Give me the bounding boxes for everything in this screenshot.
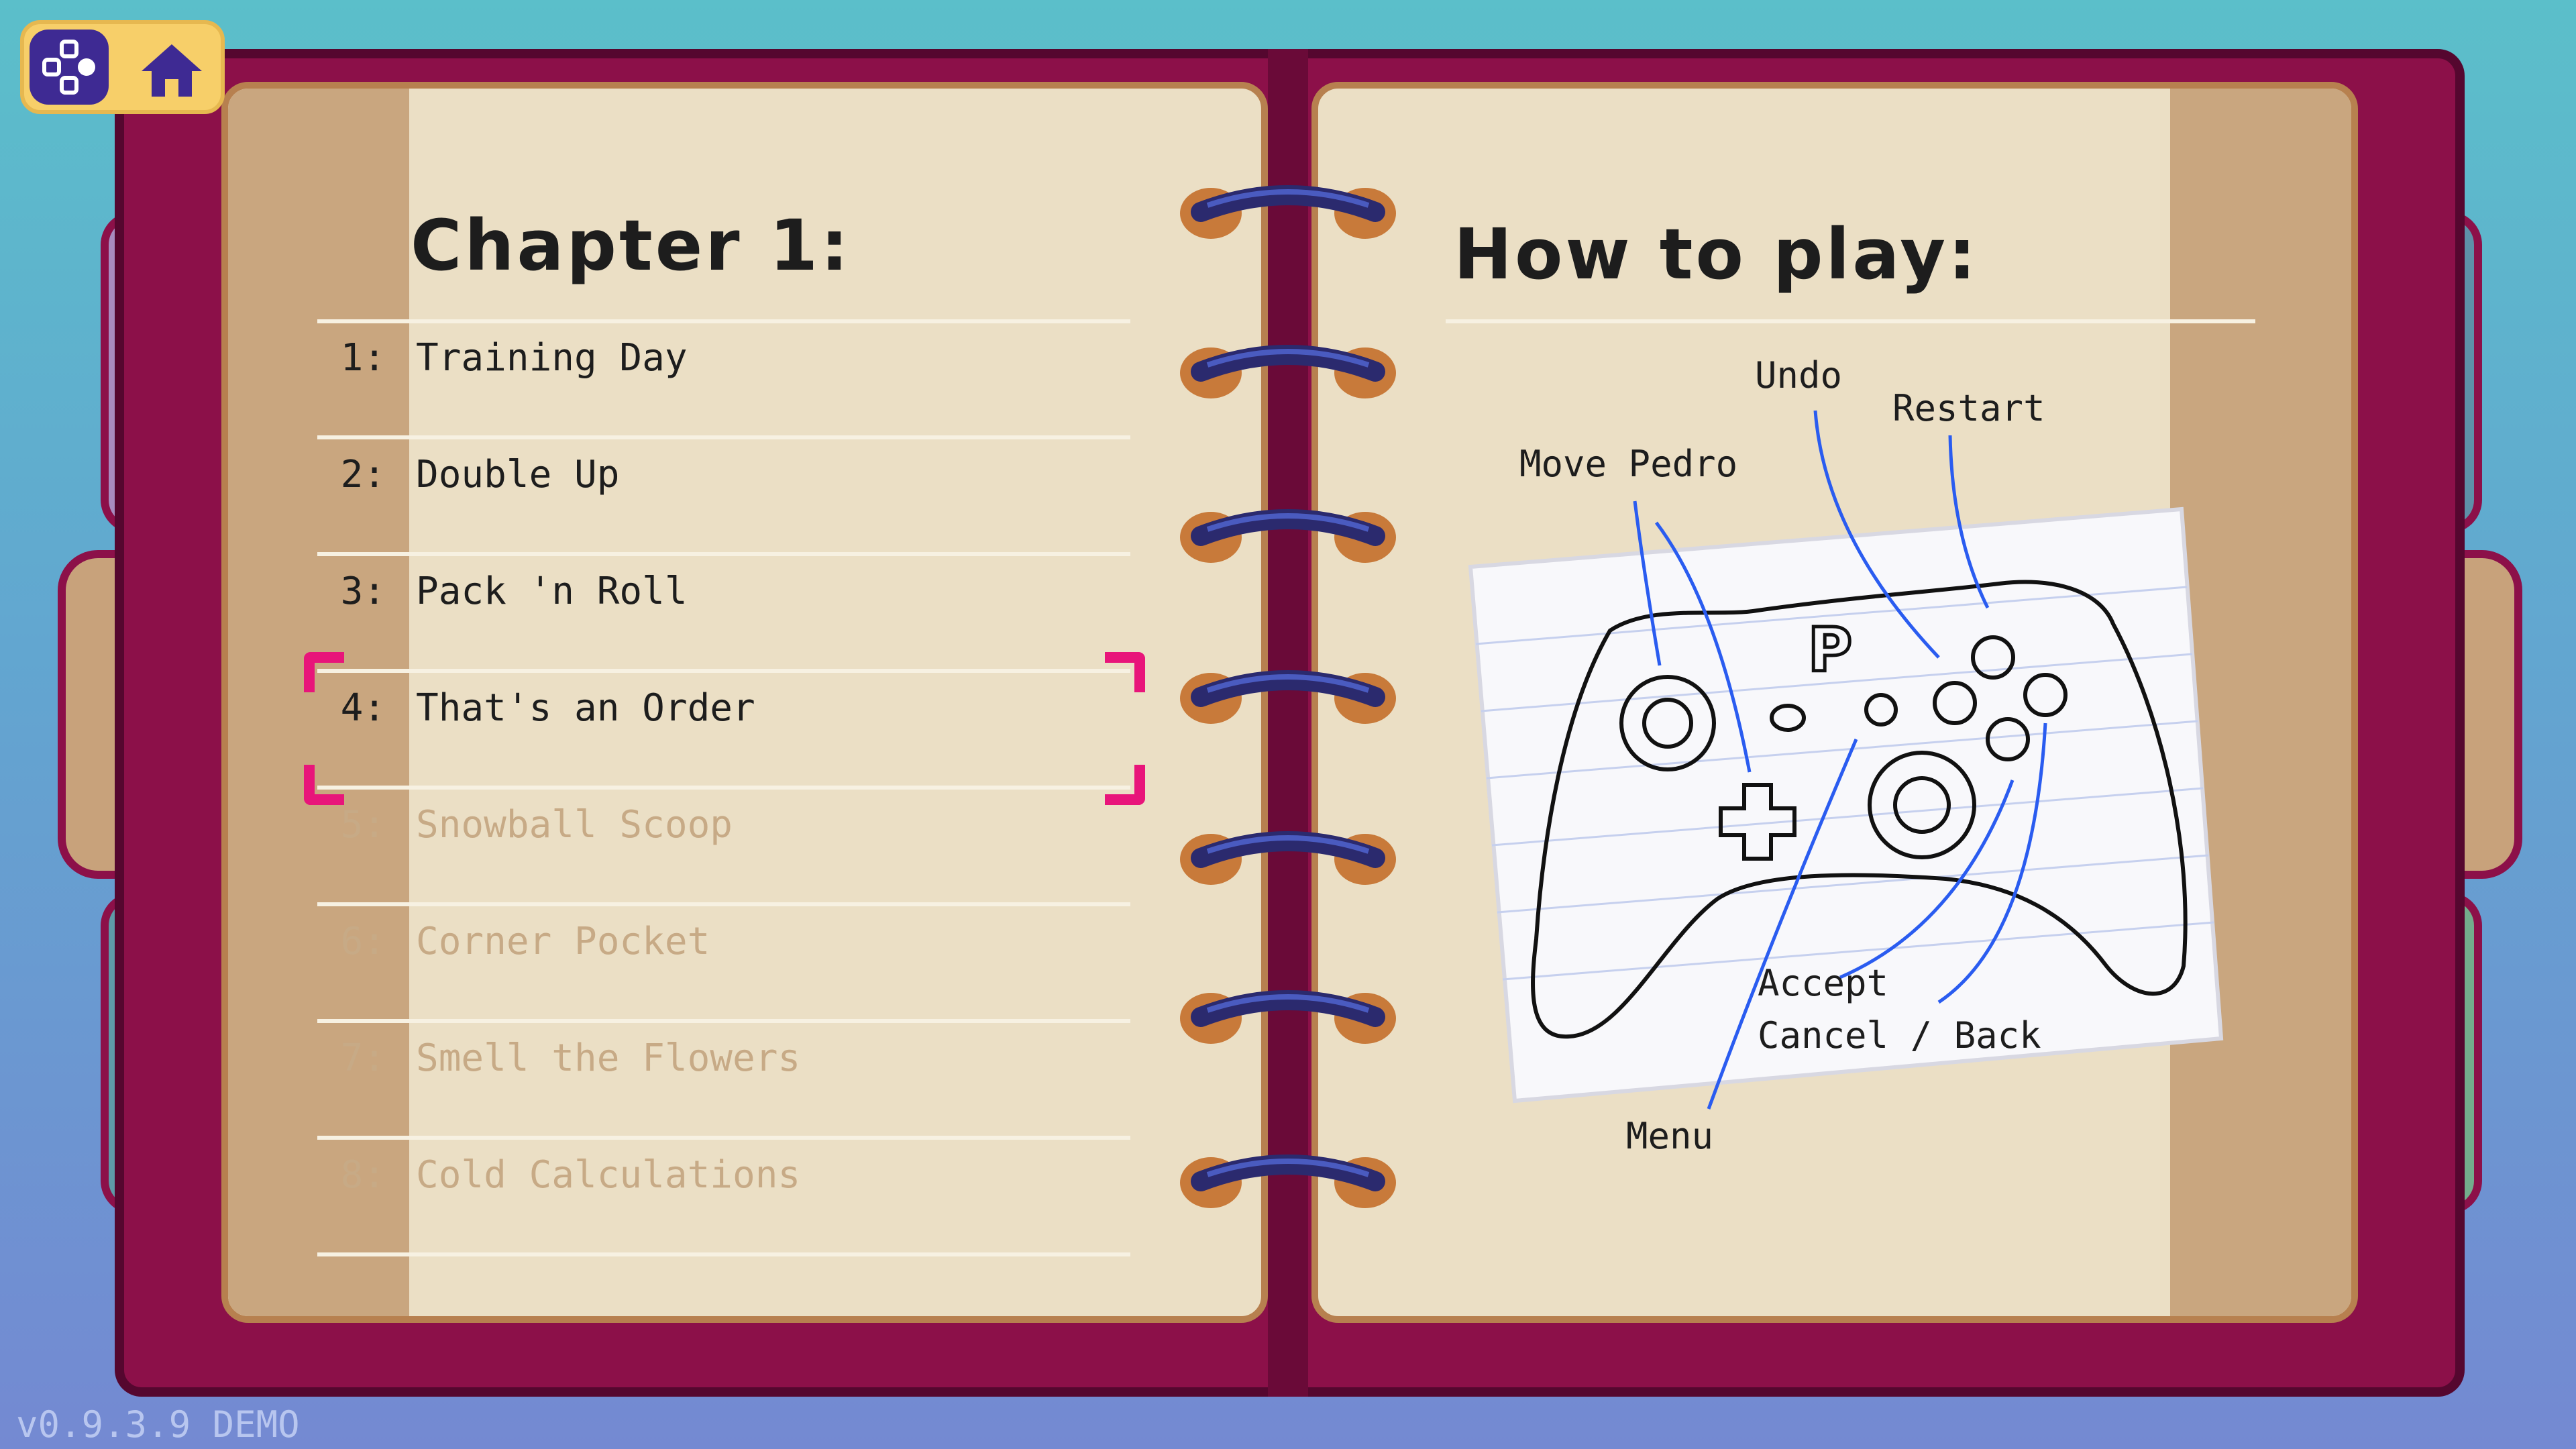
level-number: 4: (340, 686, 386, 730)
row-rule (317, 669, 1130, 673)
title-rule (317, 319, 1130, 323)
level-item-selected[interactable]: 4: That's an Order (317, 673, 1130, 790)
level-number: 5: (340, 803, 386, 847)
version-label: v0.9.3.9 DEMO (16, 1403, 300, 1446)
row-rule (317, 902, 1130, 906)
level-label: Corner Pocket (416, 920, 710, 963)
restart-label: Restart (1892, 387, 2045, 429)
level-number: 1: (340, 336, 386, 380)
title-rule (1446, 319, 2255, 323)
level-item-locked[interactable]: 6: Corner Pocket (317, 906, 1130, 1023)
undo-label: Undo (1755, 354, 1843, 396)
level-item[interactable]: 2: Double Up (317, 439, 1130, 556)
top-button-bar (20, 20, 225, 114)
level-label: Pack 'n Roll (416, 570, 688, 613)
level-item-locked[interactable]: 7: Smell the Flowers (317, 1023, 1130, 1140)
level-number: 3: (340, 570, 386, 613)
binding-ring (1180, 990, 1396, 1044)
cancel-label: Cancel / Back (1758, 1014, 2041, 1057)
row-rule (317, 1019, 1130, 1023)
left-page (221, 82, 1268, 1323)
how-to-play-title: How to play: (1454, 213, 1979, 295)
row-rule (317, 1136, 1130, 1140)
move-label: Move Pedro (1519, 443, 1738, 485)
binding-ring (1180, 831, 1396, 885)
level-number: 7: (340, 1036, 386, 1080)
home-icon (142, 44, 202, 97)
dpad-icon (1719, 783, 1796, 861)
level-label: Training Day (416, 336, 688, 380)
level-number: 2: (340, 453, 386, 496)
level-item-locked[interactable]: 5: Snowball Scoop (317, 790, 1130, 906)
level-item[interactable]: 1: Training Day (317, 323, 1130, 439)
level-label: That's an Order (416, 686, 755, 730)
binding-ring (1180, 1155, 1396, 1208)
svg-text:P: P (1808, 615, 1852, 686)
page-margin (228, 89, 409, 1316)
level-item[interactable]: 3: Pack 'n Roll (317, 556, 1130, 673)
level-label: Double Up (416, 453, 620, 496)
row-rule (317, 552, 1130, 556)
home-button[interactable] (135, 38, 209, 105)
binding-ring (1180, 509, 1396, 563)
row-rule (317, 435, 1130, 439)
level-label: Smell the Flowers (416, 1036, 801, 1080)
row-rule (317, 786, 1130, 790)
paper-lines (1475, 586, 2214, 981)
menu-label: Menu (1626, 1115, 1714, 1157)
level-number: 6: (340, 920, 386, 963)
binding-ring (1180, 345, 1396, 398)
guide-lines (1633, 410, 2047, 1110)
left-stick-icon (1619, 675, 1716, 771)
right-stick-icon (1868, 751, 1976, 859)
level-label: Cold Calculations (416, 1153, 801, 1197)
level-number: 8: (340, 1153, 386, 1197)
controls-button[interactable] (30, 30, 109, 105)
controller-outline: P (1531, 580, 2188, 1039)
row-rule (317, 1252, 1130, 1256)
gamepad-buttons-icon (42, 40, 95, 95)
binding-ring (1180, 185, 1396, 239)
level-item-locked[interactable]: 8: Cold Calculations (317, 1140, 1130, 1256)
page-margin (2170, 89, 2351, 1316)
chapter-title: Chapter 1: (411, 205, 851, 286)
binding-ring (1180, 670, 1396, 724)
accept-label: Accept (1758, 962, 1889, 1004)
level-label: Snowball Scoop (416, 803, 733, 847)
